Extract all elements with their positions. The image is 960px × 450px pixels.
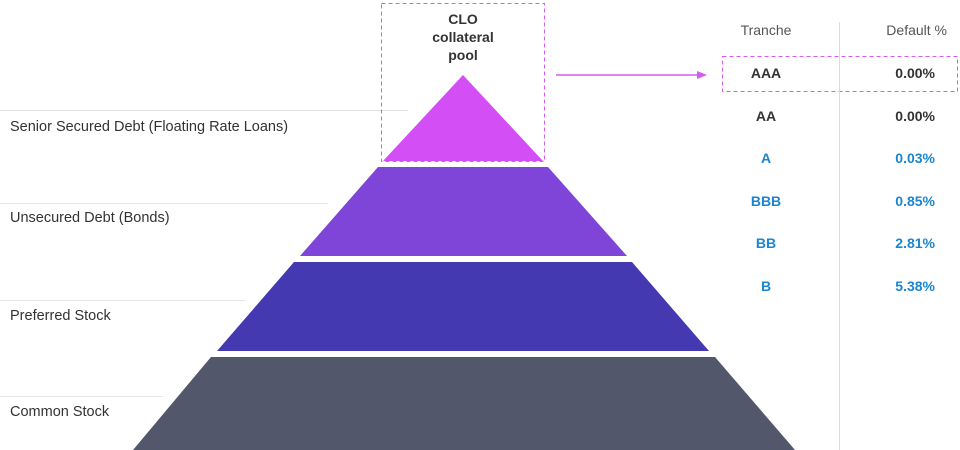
default-pct-cell: 0.85%: [895, 192, 935, 209]
divider: [0, 300, 245, 301]
pyramid-tier-preferred: [217, 262, 709, 351]
divider: [0, 396, 163, 397]
default-pct-cell: 0.00%: [895, 107, 935, 124]
tranche-cell: BB: [755, 235, 777, 251]
tranche-cell: B: [760, 277, 772, 294]
arrow-head-icon: [697, 71, 707, 79]
divider: [0, 110, 408, 111]
header-tranche: Tranche: [740, 22, 792, 38]
pyramid-tier-senior-secured: [383, 75, 543, 161]
divider: [0, 203, 328, 204]
header-default-pct: Default %: [886, 22, 947, 38]
pyramid-tier-unsecured: [300, 167, 627, 256]
tier-label-common: Common Stock: [10, 404, 110, 420]
tranche-cell: A: [760, 150, 772, 166]
pyramid-tier-common: [133, 357, 795, 450]
tier-label-preferred: Preferred Stock: [10, 308, 111, 324]
tranche-cell: BBB: [750, 192, 782, 209]
default-pct-cell: 2.81%: [895, 235, 935, 251]
clo-pool-label: CLO collateral pool: [381, 10, 545, 64]
clo-pool-label-line: CLO: [448, 11, 478, 27]
tranche-cell: AAA: [750, 65, 782, 81]
tranche-cell: AA: [755, 107, 777, 124]
tier-label-unsecured: Unsecured Debt (Bonds): [10, 210, 170, 226]
tier-label-senior-secured: Senior Secured Debt (Floating Rate Loans…: [10, 119, 289, 135]
clo-pool-highlight-box: [381, 3, 545, 162]
default-pct-cell: 5.38%: [895, 277, 935, 294]
default-pct-cell: 0.00%: [895, 65, 935, 81]
clo-pool-label-line: collateral: [432, 29, 494, 45]
default-pct-cell: 0.03%: [895, 150, 935, 166]
clo-pool-label-line: pool: [448, 47, 478, 63]
